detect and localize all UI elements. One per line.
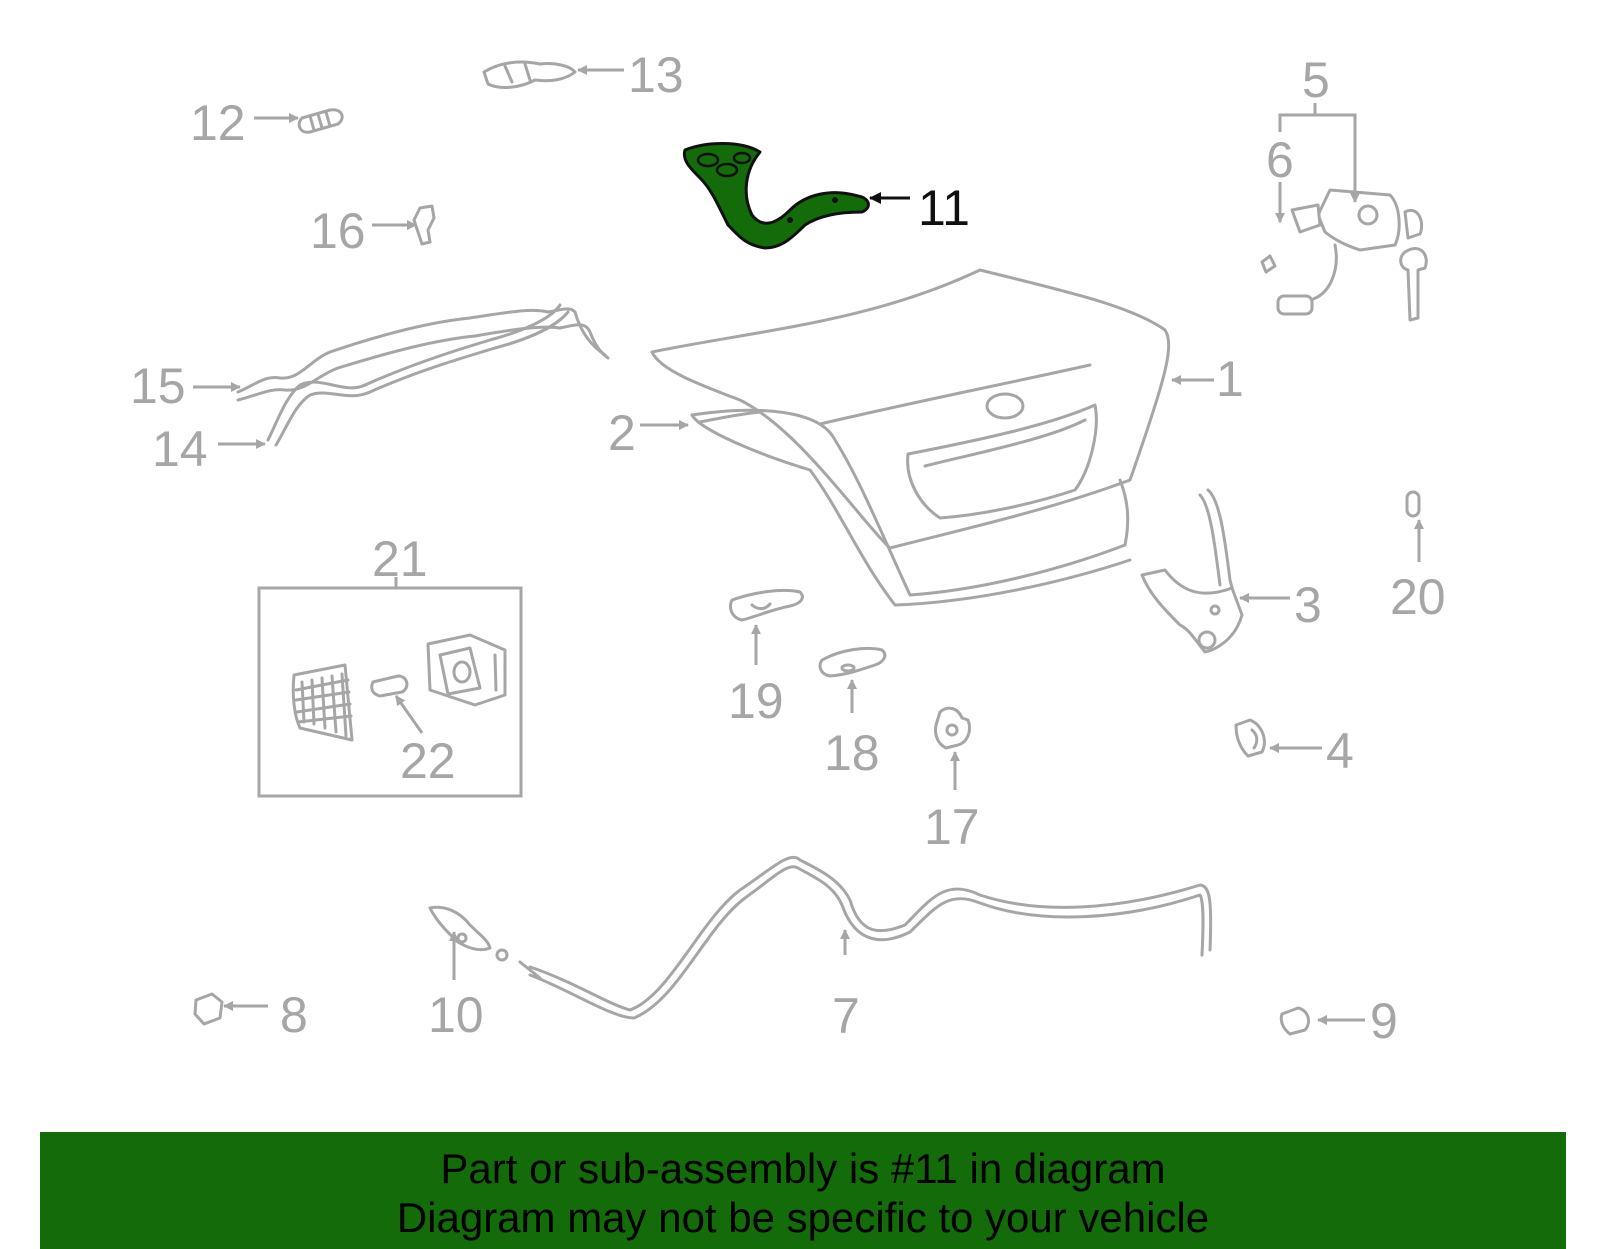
- callout-9: 9: [1370, 993, 1398, 1049]
- callout-6: 6: [1266, 132, 1294, 188]
- hinge-arm-part-11[interactable]: [682, 142, 870, 250]
- release-cable-part[interactable]: [495, 855, 1213, 1020]
- callout-11-highlighted: 11: [918, 180, 970, 236]
- callout-12: 12: [190, 95, 246, 151]
- callout-22: 22: [400, 733, 456, 789]
- callout-3: 3: [1294, 577, 1322, 633]
- bracket-part-19[interactable]: [728, 588, 804, 622]
- clip-part-8[interactable]: [193, 992, 224, 1026]
- callout-2: 2: [608, 405, 636, 461]
- callout-16: 16: [310, 203, 366, 259]
- callout-21: 21: [372, 531, 428, 587]
- callout-5: 5: [1302, 52, 1330, 108]
- banner-line-2: Diagram may not be specific to your vehi…: [396, 1194, 1210, 1241]
- callout-labels: 1 2 3 4 5 6 7 8 9 10 11 12 13 14 15 16 1…: [130, 47, 1446, 1049]
- callout-1: 1: [1216, 351, 1244, 407]
- cushion-part-13[interactable]: [482, 60, 577, 89]
- clip-part-16[interactable]: [412, 204, 436, 246]
- banner-line-1: Part or sub-assembly is #11 in diagram: [440, 1145, 1166, 1192]
- clip-part-9[interactable]: [1279, 1006, 1310, 1036]
- torsion-bar-part[interactable]: [236, 303, 610, 447]
- callout-8: 8: [280, 987, 308, 1043]
- cap-part-20[interactable]: [1405, 490, 1421, 518]
- callout-20: 20: [1390, 569, 1446, 625]
- info-banner: Part or sub-assembly is #11 in diagram D…: [40, 1132, 1566, 1249]
- striker-part-17[interactable]: [934, 706, 972, 750]
- callout-13: 13: [628, 47, 684, 103]
- lock-cylinder-part[interactable]: [1260, 188, 1428, 322]
- hinge-part[interactable]: [1140, 488, 1244, 654]
- callout-7: 7: [832, 988, 860, 1044]
- bolt-part-12[interactable]: [297, 108, 344, 134]
- bumper-part[interactable]: [1234, 718, 1266, 758]
- callout-17: 17: [924, 799, 980, 855]
- inset-assembly-21[interactable]: [257, 577, 523, 798]
- callout-4: 4: [1326, 723, 1354, 779]
- lead-lines: [193, 65, 1424, 1025]
- callout-15: 15: [130, 358, 186, 414]
- release-lever-part[interactable]: [428, 905, 492, 952]
- callout-19: 19: [728, 673, 784, 729]
- callout-18: 18: [824, 725, 880, 781]
- trunk-lid-part[interactable]: [650, 268, 1171, 550]
- bracket-part-18[interactable]: [818, 646, 887, 678]
- callout-10: 10: [428, 987, 484, 1043]
- callout-14: 14: [152, 421, 208, 477]
- weatherstrip-part[interactable]: [690, 408, 1132, 607]
